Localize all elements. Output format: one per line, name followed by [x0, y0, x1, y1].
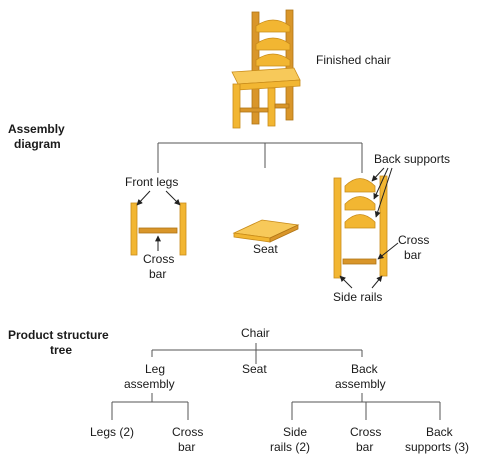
- svg-text:rails (2): rails (2): [270, 440, 310, 454]
- tree-node-back-cross-bar: Cross bar: [350, 425, 381, 454]
- tree-lines-back-children: [291, 393, 441, 420]
- cross-bar-left-line2: bar: [149, 267, 166, 281]
- tree-node-leg-assembly: Leg assembly: [124, 362, 175, 391]
- front-legs-label: Front legs: [125, 175, 178, 189]
- back-supports-arrow-2: [373, 167, 389, 200]
- svg-text:assembly: assembly: [335, 377, 386, 391]
- tree-label-line2: tree: [50, 343, 72, 357]
- front-legs-arrow-right: [165, 190, 181, 206]
- svg-text:Leg: Leg: [145, 362, 165, 376]
- tree-lines-leg-children: [111, 393, 189, 420]
- svg-text:Legs (2): Legs (2): [90, 425, 134, 439]
- side-rails-arrow-right: [371, 275, 383, 289]
- assembly-label-line1: Assembly: [8, 122, 65, 136]
- cross-bar-left-line1: Cross: [143, 252, 174, 266]
- back-supports-arrow-3: [374, 167, 393, 218]
- assembly-connector-lines: [157, 142, 363, 173]
- seat-label: Seat: [253, 242, 278, 256]
- svg-text:assembly: assembly: [124, 377, 175, 391]
- back-supports-arrow-1: [371, 167, 385, 182]
- cross-bar-right-line1: Cross: [398, 233, 429, 247]
- front-legs-illustration: [130, 202, 187, 256]
- cross-bar-right-line2: bar: [404, 248, 421, 262]
- finished-chair-label: Finished chair: [316, 53, 391, 67]
- assembly-label-line2: diagram: [14, 137, 61, 151]
- back-supports-label: Back supports: [374, 152, 450, 166]
- tree-node-seat: Seat: [242, 362, 267, 376]
- svg-text:bar: bar: [178, 440, 195, 454]
- tree-node-back-supports: Back supports (3): [405, 425, 469, 454]
- front-legs-arrow-left: [136, 190, 151, 206]
- tree-lines-level1: [151, 343, 363, 364]
- svg-text:Back: Back: [351, 362, 379, 376]
- tree-node-back-assembly: Back assembly: [335, 362, 386, 391]
- side-rails-arrow-left: [339, 275, 353, 289]
- tree-node-side-rails: Side rails (2): [270, 425, 310, 454]
- tree-node-leg-cross-bar: Cross bar: [172, 425, 203, 454]
- finished-chair-illustration: [231, 9, 301, 129]
- assembly-section-label: Assembly diagram: [8, 122, 65, 151]
- tree-section-label: Product structure tree: [8, 328, 109, 357]
- side-rails-label: Side rails: [333, 290, 382, 304]
- tree-label-line1: Product structure: [8, 328, 109, 342]
- svg-text:Cross: Cross: [350, 425, 381, 439]
- svg-text:Side: Side: [283, 425, 307, 439]
- svg-text:bar: bar: [356, 440, 373, 454]
- svg-text:supports (3): supports (3): [405, 440, 469, 454]
- svg-text:Cross: Cross: [172, 425, 203, 439]
- svg-text:Back: Back: [426, 425, 454, 439]
- seat-illustration: [232, 219, 300, 243]
- tree-node-chair: Chair: [241, 326, 270, 340]
- tree-node-legs: Legs (2): [90, 425, 134, 439]
- svg-text:Seat: Seat: [242, 362, 267, 376]
- cross-bar-right-arrow: [377, 242, 399, 260]
- back-assembly-illustration: [333, 175, 388, 279]
